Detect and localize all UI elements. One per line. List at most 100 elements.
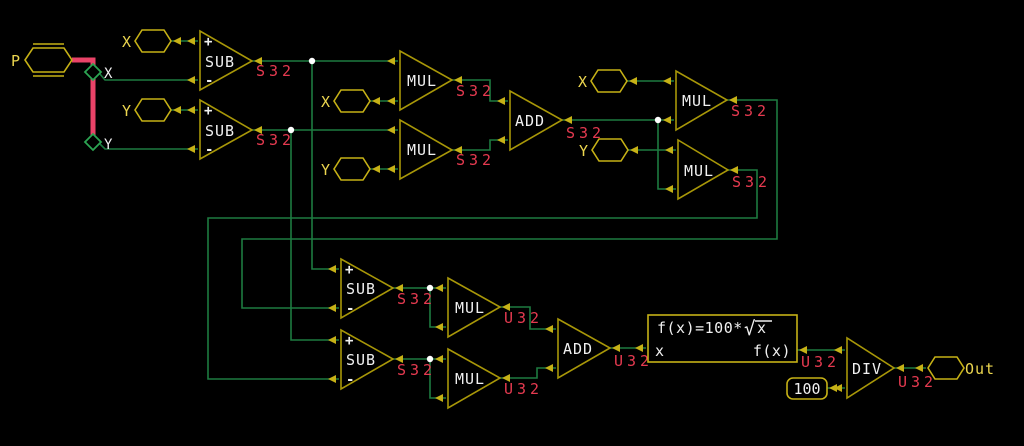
input-connector-x1[interactable]: X (122, 29, 172, 53)
type-label: U32 (504, 380, 543, 398)
block-triangle[interactable] (399, 49, 454, 112)
block-mul-2[interactable]: MUL S32 (399, 118, 495, 181)
function-formula: f(x)=100* (657, 319, 743, 337)
input-connector-x2[interactable]: X (321, 89, 371, 113)
connector-hexagon[interactable] (590, 69, 628, 93)
block-op-label: MUL (407, 141, 437, 159)
wire[interactable] (500, 303, 556, 333)
block-mul-4[interactable]: MUL S32 (677, 138, 771, 201)
block-op-label: MUL (684, 162, 714, 180)
wires[interactable] (99, 37, 926, 402)
block-triangle[interactable] (447, 276, 502, 339)
type-label: S32 (566, 124, 605, 142)
connector-label: Y (579, 142, 589, 160)
type-label: S32 (456, 151, 495, 169)
type-label: S32 (256, 131, 295, 149)
bus-connector-p[interactable]: P X Y (11, 43, 113, 153)
block-sub-1[interactable]: + SUB - S32 (199, 29, 295, 92)
wire[interactable] (429, 288, 446, 331)
connector-hexagon[interactable] (134, 98, 172, 122)
input-connector-y2[interactable]: Y (321, 157, 371, 181)
wire-junctions (287, 57, 662, 363)
type-label: U32 (504, 309, 543, 327)
block-add-2[interactable]: ADD U32 (557, 317, 653, 380)
constant-box[interactable] (786, 377, 828, 400)
bus-label: P (11, 52, 21, 70)
block-triangle[interactable] (447, 347, 502, 410)
connector-label: X (321, 93, 331, 111)
block-triangle[interactable] (399, 118, 454, 181)
block-op-label: SUB (205, 53, 235, 71)
wire[interactable] (99, 143, 198, 153)
connector-label: X (122, 33, 132, 51)
wire[interactable] (207, 166, 758, 383)
bus-port-x-diamond[interactable] (83, 62, 103, 82)
type-label: U32 (614, 352, 653, 370)
bus-port-y-diamond[interactable] (83, 132, 103, 152)
function-block[interactable]: f(x)=100* √ x x f(x) U32 (647, 314, 840, 371)
connector-label: X (578, 73, 588, 91)
block-triangle[interactable] (509, 89, 564, 152)
function-box[interactable] (647, 314, 798, 363)
connector-hexagon[interactable] (333, 89, 371, 113)
connector-hexagon[interactable] (333, 157, 371, 181)
junction-dot (426, 284, 434, 292)
output-connector-out[interactable]: Out (927, 356, 995, 380)
type-label: S32 (397, 290, 436, 308)
block-op-label: MUL (682, 92, 712, 110)
wire[interactable] (500, 364, 556, 382)
block-op-label: MUL (455, 299, 485, 317)
port-plus-label: + (204, 34, 212, 50)
input-connector-x3[interactable]: X (578, 69, 628, 93)
junction-dot (426, 355, 434, 363)
block-triangle[interactable] (340, 257, 395, 320)
connector-hexagon[interactable] (591, 138, 629, 162)
block-sub-2[interactable]: + SUB - S32 (199, 98, 295, 161)
connector-hexagon[interactable] (927, 356, 965, 380)
block-op-label: SUB (346, 351, 376, 369)
block-mul-5[interactable]: MUL U32 (447, 276, 543, 339)
type-label: S32 (256, 62, 295, 80)
wire[interactable] (429, 359, 446, 402)
block-sub-4[interactable]: + SUB - S32 (340, 328, 436, 391)
wire[interactable] (290, 130, 339, 344)
function-input-label: x (655, 342, 665, 360)
block-mul-1[interactable]: MUL S32 (399, 49, 495, 112)
type-label: S32 (732, 173, 771, 191)
block-triangle[interactable] (846, 336, 896, 400)
block-triangle[interactable] (199, 98, 254, 161)
bus-symbol[interactable] (24, 47, 73, 73)
type-label: S32 (456, 82, 495, 100)
wire[interactable] (657, 120, 676, 193)
block-add-1[interactable]: ADD S32 (509, 89, 605, 152)
block-triangle[interactable] (677, 138, 730, 201)
wire[interactable] (452, 136, 508, 154)
type-label: U32 (898, 373, 937, 391)
block-op-label: ADD (563, 340, 593, 358)
function-output-label: f(x) (753, 342, 791, 360)
type-label: U32 (801, 353, 840, 371)
block-div-1[interactable]: DIV U32 (846, 336, 937, 400)
block-triangle[interactable] (340, 328, 395, 391)
port-minus-label: - (346, 372, 354, 388)
block-triangle[interactable] (675, 69, 729, 132)
wire[interactable] (99, 73, 198, 84)
block-triangle[interactable] (199, 29, 254, 92)
block-sub-3[interactable]: + SUB - S32 (340, 257, 436, 320)
connector-hexagon[interactable] (134, 29, 172, 53)
block-triangle[interactable] (557, 317, 612, 380)
type-label: S32 (397, 361, 436, 379)
block-op-label: DIV (852, 360, 882, 378)
input-connector-y3[interactable]: Y (579, 138, 629, 162)
bus-wire[interactable] (72, 57, 96, 142)
block-mul-3[interactable]: MUL S32 (675, 69, 770, 132)
bus-port-y-label: Y (104, 137, 113, 153)
block-op-label: MUL (455, 370, 485, 388)
constant-100[interactable]: 100 (786, 377, 828, 400)
block-mul-6[interactable]: MUL U32 (447, 347, 543, 410)
input-connector-y1[interactable]: Y (122, 98, 172, 122)
block-op-label: MUL (407, 72, 437, 90)
port-plus-label: + (204, 103, 212, 119)
